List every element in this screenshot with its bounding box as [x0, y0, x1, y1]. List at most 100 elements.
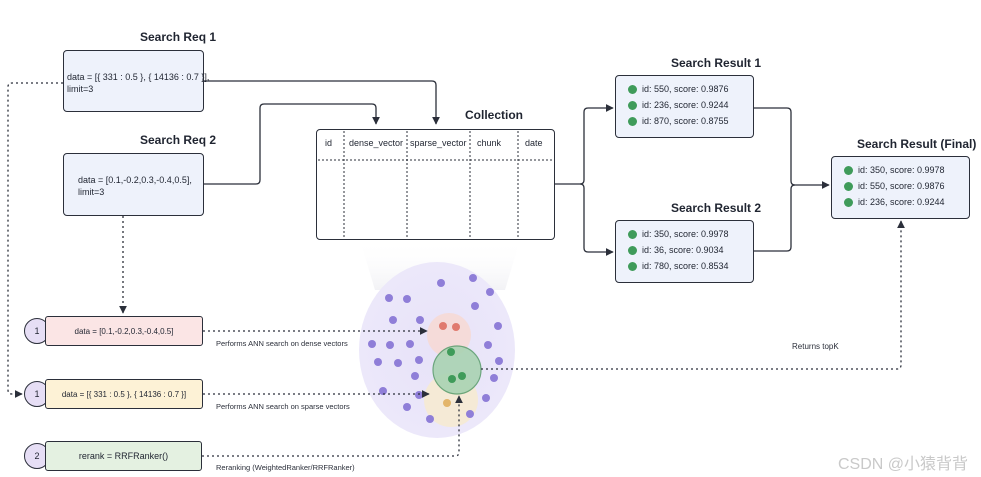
result-row-text: id: 780, score: 0.8534: [642, 261, 729, 271]
search-req-1-box: data = [{ 331 : 0.5 }, { 14136 : 0.7 }],…: [63, 50, 209, 112]
result-dot-icon: [844, 197, 853, 207]
result-row-text: id: 236, score: 0.9244: [858, 197, 945, 207]
rerank-step: rerank = RRFRanker(): [45, 441, 202, 471]
result1-to-final-line: [754, 107, 830, 189]
result-row: id: 36, score: 0.9034: [628, 245, 724, 255]
vector-point: [426, 415, 434, 423]
collection-column-sparse-vector: sparse_vector: [410, 138, 467, 148]
search-result-final-box: id: 350, score: 0.9978 id: 550, score: 0…: [831, 156, 970, 219]
result-dot-icon: [628, 84, 637, 94]
collection-column-date: date: [525, 138, 543, 148]
vector-point: [490, 374, 498, 382]
req2-to-collection-line: [204, 103, 380, 185]
vector-point: [495, 357, 503, 365]
rerank-step-text: rerank = RRFRanker(): [78, 451, 169, 461]
returns-topk-label: Returns topK: [792, 342, 839, 351]
search-req-2-box: data = [0.1,-0.2,0.3,-0.4,0.5], limit=3: [63, 153, 204, 216]
vector-point: [394, 359, 402, 367]
result-row: id: 550, score: 0.9876: [844, 181, 945, 191]
vector-point: [403, 403, 411, 411]
result-dot-icon: [628, 116, 637, 126]
vector-point: [494, 322, 502, 330]
vector-point: [368, 340, 376, 348]
dense-search-step: data = [0.1,-0.2,0.3,-0.4,0.5]: [45, 316, 203, 346]
search-req-2-title: Search Req 2: [140, 133, 217, 147]
vector-point: [415, 391, 423, 399]
sparse-search-step-text: data = [{ 331 : 0.5 }, { 14136 : 0.7 }]: [61, 389, 187, 399]
dense-hit-point: [452, 323, 460, 331]
rerank-to-bubble-line: [202, 395, 463, 457]
overlap-region: [432, 345, 482, 395]
search-req-2-line2: limit=3: [78, 187, 105, 197]
vector-point: [385, 294, 393, 302]
search-result-2-box: id: 350, score: 0.9978 id: 36, score: 0.…: [615, 220, 754, 283]
vector-point: [389, 316, 397, 324]
vector-point: [482, 394, 490, 402]
collection-to-result2-line: [579, 183, 614, 256]
req1-to-sparse-step-line: [7, 82, 63, 398]
result-dot-icon: [628, 100, 637, 110]
result-row: id: 550, score: 0.9876: [628, 84, 729, 94]
vector-point: [406, 340, 414, 348]
search-result-1-box: id: 550, score: 0.9876 id: 236, score: 0…: [615, 75, 754, 138]
result-row-text: id: 36, score: 0.9034: [642, 245, 724, 255]
vector-point: [374, 358, 382, 366]
result-row: id: 236, score: 0.9244: [628, 100, 729, 110]
collection-column-dense-vector: dense_vector: [349, 138, 404, 148]
vector-points: [368, 274, 503, 423]
search-req-1-line2: limit=3: [67, 84, 94, 94]
vector-point: [466, 410, 474, 418]
result-row-text: id: 550, score: 0.9876: [642, 84, 729, 94]
result-dot-icon: [628, 245, 637, 255]
collection-column-chunk: chunk: [477, 138, 502, 148]
vector-point: [411, 372, 419, 380]
overlap-point: [447, 348, 455, 356]
search-req-2-line1: data = [0.1,-0.2,0.3,-0.4,0.5],: [78, 175, 192, 185]
vector-point: [379, 387, 387, 395]
search-result-final-title: Search Result (Final): [857, 137, 977, 151]
vector-point: [471, 302, 479, 310]
vector-point: [386, 341, 394, 349]
result-row: id: 780, score: 0.8534: [628, 261, 729, 271]
result-dot-icon: [844, 165, 853, 175]
vector-point: [484, 341, 492, 349]
result-row: id: 350, score: 0.9978: [628, 229, 729, 239]
result-row-text: id: 236, score: 0.9244: [642, 100, 729, 110]
result-row-text: id: 550, score: 0.9876: [858, 181, 945, 191]
req1-to-collection-line: [204, 80, 440, 125]
sparse-hit-point: [443, 399, 451, 407]
result-row-text: id: 350, score: 0.9978: [858, 165, 945, 175]
result2-to-final-line: [754, 184, 796, 252]
watermark: CSDN @小猿背背: [838, 456, 969, 473]
search-result-1-title: Search Result 1: [671, 56, 762, 70]
collection-title: Collection: [465, 108, 524, 122]
search-result-2-title: Search Result 2: [671, 201, 762, 215]
vector-point: [469, 274, 477, 282]
dense-search-caption: Performs ANN search on dense vectors: [216, 339, 348, 348]
result-row: id: 350, score: 0.9978: [844, 165, 945, 175]
vector-point: [437, 279, 445, 287]
overlap-point: [448, 375, 456, 383]
search-req-1-line1: data = [{ 331 : 0.5 }, { 14136 : 0.7 }],: [67, 72, 210, 82]
result-row-text: id: 350, score: 0.9978: [642, 229, 729, 239]
result-dot-icon: [844, 181, 853, 191]
vector-point: [486, 288, 494, 296]
dense-search-step-text: data = [0.1,-0.2,0.3,-0.4,0.5]: [74, 326, 174, 336]
result-dot-icon: [628, 229, 637, 239]
result-row: id: 870, score: 0.8755: [628, 116, 729, 126]
collection-table: id dense_vector sparse_vector chunk date: [316, 129, 555, 240]
result-row: id: 236, score: 0.9244: [844, 197, 945, 207]
vector-point: [416, 316, 424, 324]
vector-point: [403, 295, 411, 303]
sparse-search-caption: Performs ANN search on sparse vectors: [216, 402, 350, 411]
overlap-point: [458, 372, 466, 380]
dense-hit-point: [439, 322, 447, 330]
rerank-caption: Reranking (WeightedRanker/RRFRanker): [216, 463, 355, 472]
collection-column-id: id: [325, 138, 333, 148]
collection-to-result1-line: [579, 104, 614, 185]
result-dot-icon: [628, 261, 637, 271]
search-req-1-title: Search Req 1: [140, 30, 217, 44]
bubble-to-final-line: [481, 220, 905, 370]
vector-point: [415, 356, 423, 364]
